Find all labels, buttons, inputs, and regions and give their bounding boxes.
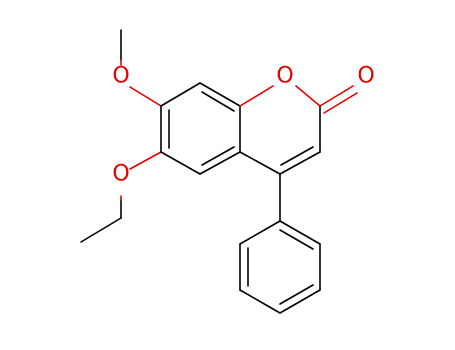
- ethoxy-group: [80, 151, 162, 243]
- bond-ring-c8a-c8-inner: [201, 91, 235, 112]
- atom-label-methoxy-oxygen: O: [112, 64, 129, 89]
- bond-carbonyl-lower: [323, 92, 358, 114]
- atom-label-ethoxy-oxygen: O: [112, 162, 129, 187]
- bond-phenyl-4-inner: [279, 284, 314, 305]
- bond-phenyl-3: [239, 289, 281, 314]
- bond-ring-c8-c7: [160, 82, 201, 107]
- bond-ring-c8a-o1: [239, 85, 274, 107]
- bond-ring-c3-c4-inner: [280, 146, 314, 166]
- bond-ring-c3-c4: [279, 151, 321, 175]
- bond-ethyl-ch3-ch2: [80, 217, 122, 243]
- phenyl-group: [239, 173, 321, 314]
- bond-phenyl-6-inner: [279, 229, 314, 250]
- bond-ring-c5-c4a: [199, 151, 241, 175]
- bond-phenyl-1: [239, 220, 281, 245]
- bond-ring-c8a-c8: [199, 82, 241, 107]
- atom-labels: O O O O: [112, 64, 374, 187]
- pyranone-ring: [239, 85, 358, 175]
- atom-label-carbonyl-oxygen: O: [357, 64, 374, 89]
- bond-ring-o1-c2: [295, 85, 321, 107]
- bond-ring-c6-c5: [160, 151, 201, 175]
- atom-label-ring-oxygen: O: [276, 64, 293, 89]
- methoxy-group: [120, 29, 162, 107]
- bond-ethoxy-o-ring: [129, 151, 162, 170]
- benzene-ring-fused: [160, 82, 241, 175]
- bond-ring-c5-c4a-inner: [201, 146, 235, 166]
- bond-ring-c4-c4a: [239, 151, 281, 175]
- bond-methoxy-o-ring: [129, 86, 162, 107]
- bond-phenyl-6: [279, 220, 321, 245]
- bond-phenyl-4: [279, 289, 321, 314]
- bond-carbonyl-upper: [319, 85, 354, 107]
